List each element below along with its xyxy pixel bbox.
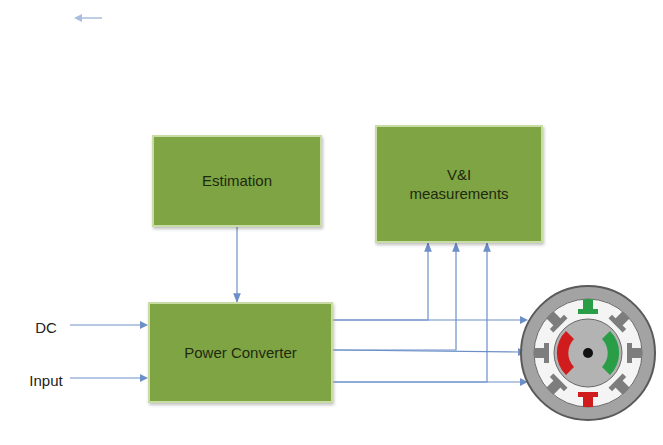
signal-arrow <box>333 243 428 320</box>
signal-arrow <box>333 243 456 350</box>
box-label: V&I measurements <box>404 165 514 204</box>
process-box: V&I measurements <box>375 125 543 243</box>
process-box: Power Converter <box>148 302 333 403</box>
input-label: DC Input <box>24 301 68 407</box>
signal-arrow <box>333 243 487 382</box>
motor-symbol <box>521 286 655 420</box>
process-box: Estimation <box>152 135 322 227</box>
box-label: Estimation <box>202 171 272 191</box>
input-wires <box>70 321 148 382</box>
signal-arrow <box>236 227 237 302</box>
decor-arrow <box>74 14 102 22</box>
box-label: Power Converter <box>184 343 297 363</box>
phase-wires <box>335 316 528 386</box>
